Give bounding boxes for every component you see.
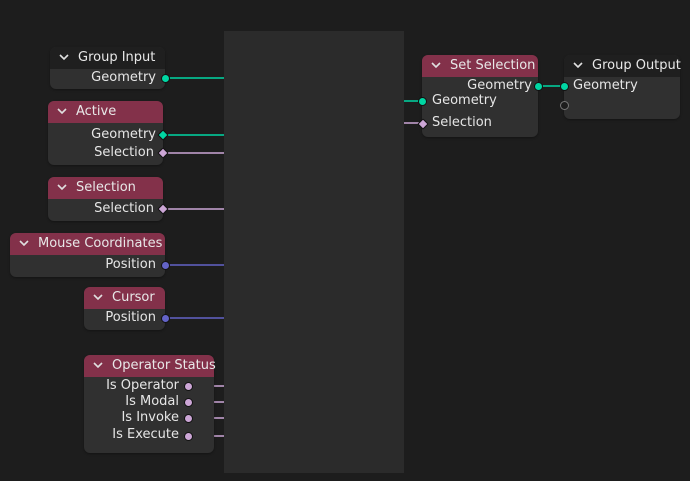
node-group-output[interactable]: Group Output Geometry (560, 55, 681, 119)
chevron-down-icon[interactable] (92, 291, 104, 303)
chevron-down-icon[interactable] (572, 59, 584, 71)
vector-output-socket[interactable] (161, 314, 170, 323)
geometry-output-socket[interactable] (161, 74, 170, 83)
socket-label: Selection (432, 115, 492, 130)
node-group-input[interactable]: Group Input Geometry (50, 47, 170, 89)
vector-output-socket[interactable] (161, 261, 170, 270)
node-header[interactable]: Cursor (84, 287, 165, 309)
geometry-output-socket[interactable] (534, 82, 543, 91)
socket-label: Is Operator (106, 378, 179, 393)
node-title: Group Input (78, 50, 156, 65)
socket-label: Position (105, 310, 156, 325)
socket-label: Geometry (432, 93, 497, 108)
node-header[interactable]: Selection (48, 177, 163, 199)
node-title: Set Selection (450, 58, 536, 73)
bool-output-socket[interactable] (184, 398, 193, 407)
chevron-down-icon[interactable] (430, 59, 442, 71)
socket-label: Geometry (91, 70, 156, 85)
socket-label: Position (105, 257, 156, 272)
node-header[interactable]: Mouse Coordinates (10, 233, 165, 255)
chevron-down-icon[interactable] (58, 51, 70, 63)
node-title: Selection (76, 180, 136, 195)
node-active[interactable]: Active Geometry Selection (48, 101, 169, 165)
node-header[interactable]: Group Output (564, 55, 681, 77)
node-title: Active (76, 104, 117, 119)
bool-output-socket[interactable] (184, 382, 193, 391)
socket-label: Selection (94, 145, 154, 160)
node-header[interactable]: Group Input (50, 47, 165, 69)
node-header[interactable]: Operator Status (84, 355, 216, 377)
node-title: Cursor (112, 290, 155, 305)
socket-label: Selection (94, 201, 154, 216)
node-title: Group Output (592, 58, 681, 73)
socket-label: Is Modal (125, 394, 179, 409)
chevron-down-icon[interactable] (56, 105, 68, 117)
node-set-selection[interactable]: Set Selection Geometry Geometry Selectio… (417, 55, 543, 137)
frame-node[interactable] (224, 31, 404, 473)
node-title: Mouse Coordinates (38, 236, 163, 251)
node-title: Operator Status (112, 358, 216, 373)
bool-output-socket[interactable] (184, 432, 193, 441)
chevron-down-icon[interactable] (56, 181, 68, 193)
socket-label: Geometry (467, 78, 532, 93)
empty-input-socket[interactable] (560, 101, 569, 110)
socket-label: Is Invoke (121, 410, 179, 425)
geometry-input-socket[interactable] (418, 97, 427, 106)
socket-label: Is Execute (112, 427, 179, 442)
node-header[interactable]: Active (48, 101, 163, 123)
chevron-down-icon[interactable] (18, 237, 30, 249)
bool-output-socket[interactable] (184, 414, 193, 423)
chevron-down-icon[interactable] (92, 359, 104, 371)
socket-label: Geometry (91, 127, 156, 142)
node-selection[interactable]: Selection Selection (48, 177, 169, 221)
socket-label: Geometry (573, 78, 638, 93)
node-cursor[interactable]: Cursor Position (84, 287, 170, 330)
node-header[interactable]: Set Selection (422, 55, 538, 77)
node-mouse-coordinates[interactable]: Mouse Coordinates Position (10, 233, 170, 277)
geometry-input-socket[interactable] (560, 82, 569, 91)
node-operator-status[interactable]: Operator Status Is Operator Is Modal Is … (84, 355, 216, 453)
